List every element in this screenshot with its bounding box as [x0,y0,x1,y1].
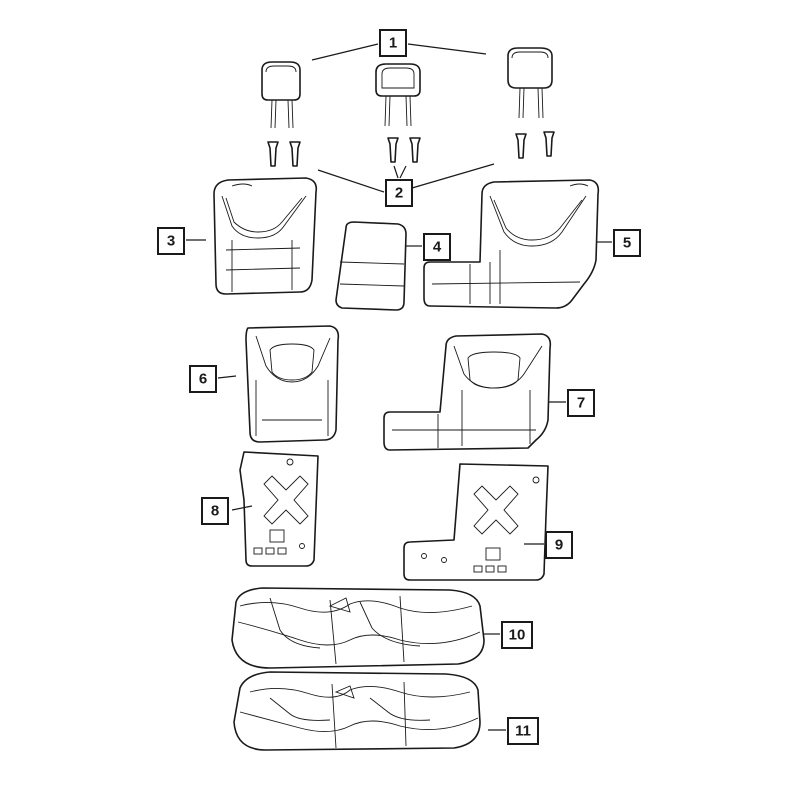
seatback-frame-right [403,463,549,581]
seatback-foam-left [245,325,340,443]
callout-3: 3 [157,227,185,255]
callout-10: 10 [501,621,533,649]
callout-4: 4 [423,233,451,261]
callout-9-label: 9 [555,537,563,554]
callout-10-label: 10 [509,627,526,644]
center-cushion [335,221,407,311]
seat-cushion-cover [231,587,485,669]
callout-4-label: 4 [433,239,442,256]
seatback-foam-right [383,333,552,451]
callout-5-label: 5 [623,235,631,252]
callout-1-label: 1 [389,35,397,52]
seatback-frame-left [239,451,319,567]
headrest-guides [267,131,555,167]
callout-11: 11 [507,717,539,745]
seatback-cover-right [423,179,600,309]
callout-9: 9 [545,531,573,559]
seatback-cover-left [213,177,318,295]
callout-6: 6 [189,365,217,393]
headrest-center [375,63,421,127]
callout-6-label: 6 [199,371,207,388]
seat-cushion-foam [233,671,481,751]
callout-11-label: 11 [515,723,531,740]
callout-1: 1 [379,29,407,57]
callout-5: 5 [613,229,641,257]
callout-8-label: 8 [211,503,219,520]
headrest-left [261,61,301,129]
callout-8: 8 [201,497,229,525]
callout-3-label: 3 [167,233,175,250]
callout-7: 7 [567,389,595,417]
headrest-right [507,47,553,119]
callout-2: 2 [385,179,413,207]
callout-7-label: 7 [577,395,585,412]
leader-lines [186,43,612,731]
callout-2-label: 2 [395,185,403,202]
